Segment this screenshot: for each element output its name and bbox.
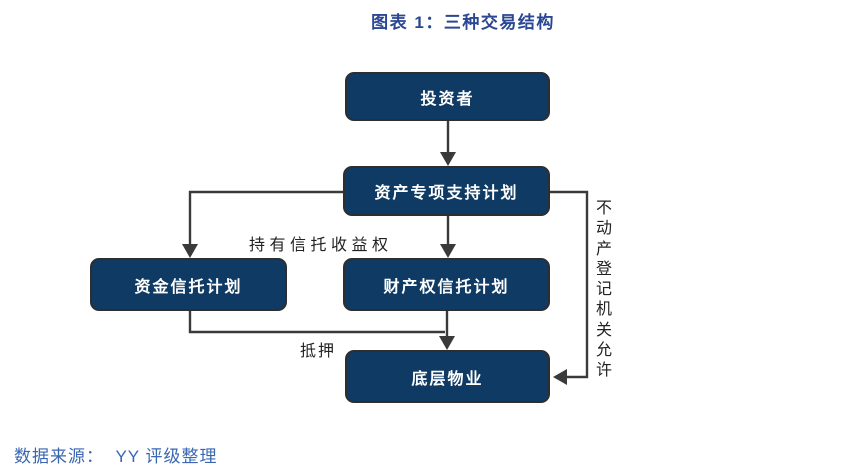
node-property-right-trust-plan: 财产权信托计划 — [343, 258, 550, 311]
node-property-right-trust-plan-label: 财产权信托计划 — [383, 278, 510, 296]
node-asset-special-support-plan: 资产专项支持计划 — [343, 166, 550, 216]
data-source: 数据来源： YY 评级整理 — [14, 447, 218, 466]
edge-label-mortgage: 抵押 — [300, 343, 337, 360]
figure-title: 图表 1：三种交易结构 — [371, 13, 555, 32]
node-investor-label: 投资者 — [420, 90, 475, 108]
node-underlying-property-label: 底层物业 — [411, 370, 484, 388]
arrow-property-trust-to-underlying — [439, 311, 455, 350]
node-investor: 投资者 — [345, 72, 550, 121]
arrow-investor-to-plan — [440, 121, 456, 166]
node-fund-trust-plan-label: 资金信托计划 — [134, 278, 243, 296]
arrow-plan-to-fund-trust — [182, 190, 343, 258]
arrow-plan-to-underlying-right — [550, 190, 589, 385]
edge-label-registry-permission: 不动产登记机关允许 — [596, 200, 613, 380]
node-underlying-property: 底层物业 — [345, 350, 550, 403]
node-asset-special-support-plan-label: 资产专项支持计划 — [374, 185, 519, 202]
edge-label-hold-trust-rights: 持有信托收益权 — [249, 237, 393, 254]
arrow-plan-to-property-trust — [440, 216, 456, 258]
node-fund-trust-plan: 资金信托计划 — [90, 258, 287, 311]
line-fund-trust-to-underlying — [188, 311, 445, 334]
